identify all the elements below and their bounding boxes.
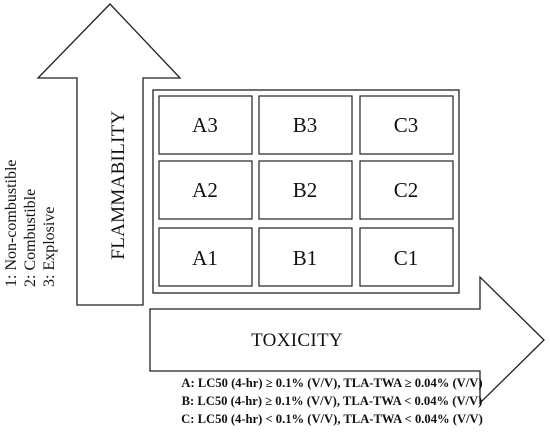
cell-a1: A1 bbox=[192, 246, 218, 270]
cell-b3: B3 bbox=[293, 113, 318, 137]
toxicity-legend-b: B: LC50 (4-hr) ≥ 0.1% (V/V), TLA-TWA < 0… bbox=[181, 394, 483, 408]
flammability-levels: 1: Non-combustible 2: Combustible 3: Exp… bbox=[3, 159, 58, 287]
toxicity-legend-a: A: LC50 (4-hr) ≥ 0.1% (V/V), TLA-TWA ≥ 0… bbox=[181, 376, 483, 390]
cell-box-c1 bbox=[359, 227, 454, 287]
toxicity-legend: A: LC50 (4-hr) ≥ 0.1% (V/V), TLA-TWA ≥ 0… bbox=[122, 374, 542, 428]
cell-box-c3 bbox=[359, 95, 454, 155]
flammability-level-3: 3: Explosive bbox=[41, 207, 58, 287]
cell-c2: C2 bbox=[394, 178, 419, 202]
flammability-label: FLAMMABILITY bbox=[108, 110, 129, 259]
cell-box-b2 bbox=[258, 160, 353, 220]
cell-b1: B1 bbox=[293, 246, 318, 270]
cell-a3: A3 bbox=[192, 113, 218, 137]
toxicity-legend-c: C: LC50 (4-hr) < 0.1% (V/V), TLA-TWA < 0… bbox=[181, 412, 483, 426]
cell-box-a1 bbox=[158, 227, 253, 287]
flammability-level-1: 1: Non-combustible bbox=[3, 159, 20, 287]
flammability-arrow bbox=[36, 3, 182, 306]
cell-box-a3 bbox=[158, 95, 253, 155]
toxicity-arrow bbox=[149, 275, 545, 405]
cell-box-a2 bbox=[158, 160, 253, 220]
toxicity-label: TOXICITY bbox=[251, 330, 343, 351]
cell-c3: C3 bbox=[394, 113, 419, 137]
cell-a2: A2 bbox=[192, 178, 218, 202]
cell-c1: C1 bbox=[394, 246, 419, 270]
flammability-level-2: 2: Combustible bbox=[22, 189, 39, 287]
cell-box-b3 bbox=[258, 95, 353, 155]
cell-box-c2 bbox=[359, 160, 454, 220]
cell-box-b1 bbox=[258, 227, 353, 287]
cell-b2: B2 bbox=[293, 178, 318, 202]
